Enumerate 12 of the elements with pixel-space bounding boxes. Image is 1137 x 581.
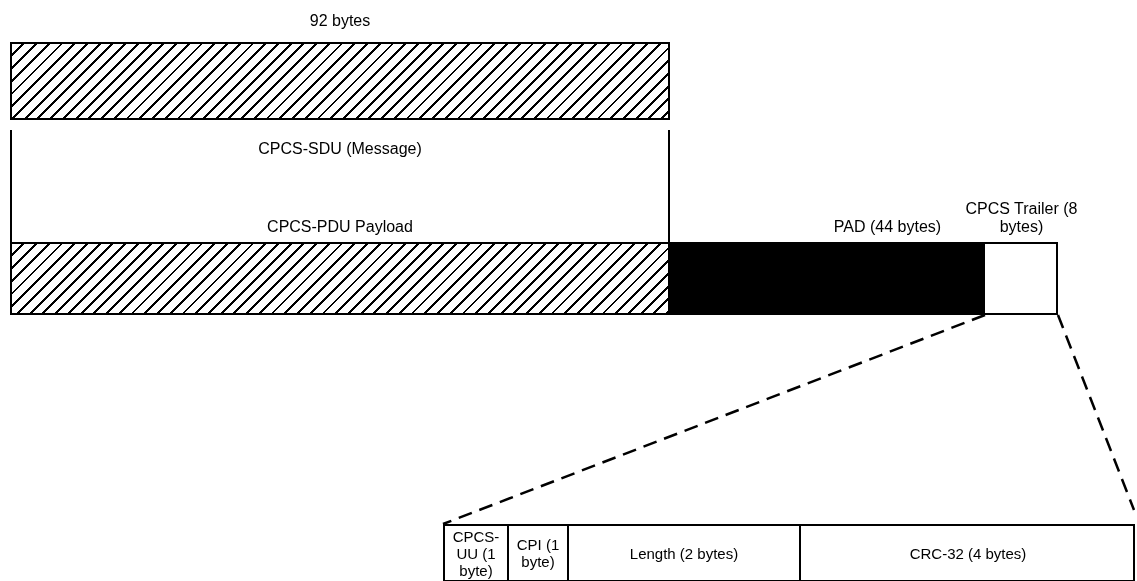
field-label: PAD (44 bytes) [832, 218, 943, 236]
field-cell: CPI (1 byte) [507, 526, 567, 580]
zoom-line [1056, 314, 1136, 511]
trailer-detail-box [443, 524, 1135, 581]
field-label: 92 bytes [308, 12, 372, 30]
field-cell: Length (2 bytes) [567, 526, 799, 580]
field-cell: CRC-32 (4 bytes) [799, 526, 1135, 580]
field-cell: CPCS-UU (1 byte) [445, 526, 507, 580]
span-label: CPCS-SDU (Message) [257, 140, 423, 158]
field-label: CPCS-PDU Payload [266, 218, 414, 236]
zoom-line [442, 313, 986, 526]
field-label: CPCS Trailer (8 bytes) [965, 200, 1078, 236]
